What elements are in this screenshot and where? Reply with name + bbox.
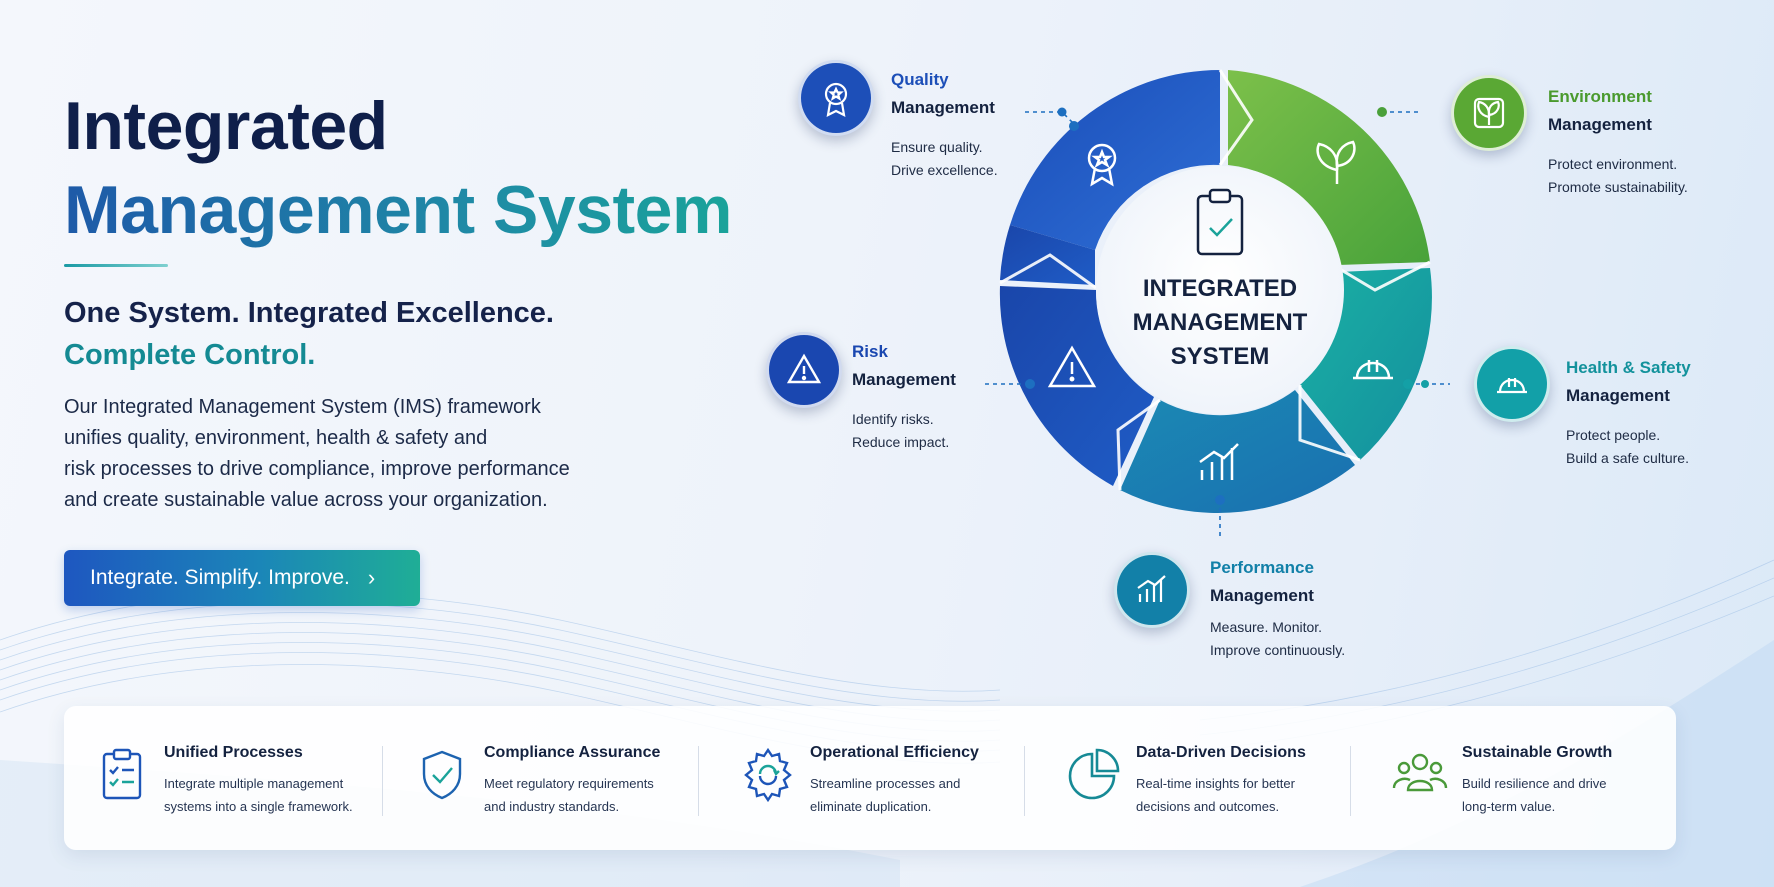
- feature-desc: Streamline processes and eliminate dupli…: [810, 776, 961, 814]
- feature-title: Unified Processes: [164, 744, 303, 761]
- quality-note: Ensure quality. Drive excellence.: [891, 139, 998, 178]
- leaf-icon: [1473, 97, 1505, 129]
- tagline-line-2: Complete Control.: [64, 339, 316, 371]
- quality-subtitle: Management: [891, 98, 995, 117]
- panel-divider: [382, 746, 383, 816]
- risk-subtitle: Management: [852, 370, 956, 389]
- hard-hat-icon: [1353, 360, 1393, 380]
- center-label-line-3: SYSTEM: [1170, 343, 1270, 370]
- feature-sustainable-growth: Sustainable Growth Build resilience and …: [1362, 706, 1676, 850]
- center-disc: [1096, 166, 1344, 414]
- feature-desc: Integrate multiple management systems in…: [164, 776, 353, 814]
- hard-hat-icon: [1497, 378, 1527, 394]
- warning-triangle-icon: [786, 353, 822, 384]
- feature-compliance-assurance: Compliance Assurance Meet regulatory req…: [384, 706, 710, 850]
- feature-title: Data-Driven Decisions: [1136, 744, 1306, 761]
- panel-divider: [1350, 746, 1351, 816]
- performance-note: Measure. Monitor. Improve continuously.: [1210, 619, 1346, 658]
- people-group-icon: [1392, 753, 1448, 792]
- hero-description: Our Integrated Management System (IMS) f…: [64, 396, 570, 511]
- performance-title: Performance: [1210, 558, 1314, 577]
- feature-title: Sustainable Growth: [1462, 744, 1613, 761]
- feature-unified-processes: Unified Processes Integrate multiple man…: [64, 706, 390, 850]
- panel-divider: [1024, 746, 1025, 816]
- feature-title: Compliance Assurance: [484, 744, 661, 761]
- tagline-line-1: One System. Integrated Excellence.: [64, 297, 554, 329]
- feature-desc: Build resilience and drive long-term val…: [1462, 776, 1607, 814]
- tagline: One System. Integrated Excellence. Compl…: [64, 292, 554, 376]
- environment-title: Environment: [1548, 87, 1652, 106]
- award-ribbon-icon: [1087, 143, 1117, 187]
- health-safety-title: Health & Safety: [1566, 358, 1691, 377]
- environment-node-icon: [1451, 75, 1527, 151]
- bar-chart-up-icon: [1137, 575, 1166, 602]
- pie-chart-icon: [1068, 748, 1120, 800]
- clipboard-check-icon: [1196, 188, 1244, 256]
- environment-note: Protect environment. Promote sustainabil…: [1548, 156, 1688, 195]
- panel-divider: [698, 746, 699, 816]
- cta-label: Integrate. Simplify. Improve.: [90, 566, 350, 589]
- performance-node-icon: [1114, 552, 1190, 628]
- health-safety-node-icon: [1474, 346, 1550, 422]
- leaf-icon: [1316, 140, 1356, 184]
- risk-note: Identify risks. Reduce impact.: [852, 411, 950, 450]
- center-label-line-2: MANAGEMENT: [1132, 309, 1308, 336]
- center-label: INTEGRATED MANAGEMENT SYSTEM: [1100, 272, 1340, 374]
- title-underline: [64, 264, 168, 267]
- feature-data-driven-decisions: Data-Driven Decisions Real-time insights…: [1036, 706, 1362, 850]
- gear-cycle-icon: [744, 747, 792, 803]
- quality-node-icon: [798, 60, 874, 136]
- quality-title: Quality: [891, 70, 949, 89]
- shield-check-icon: [422, 750, 462, 800]
- feature-operational-efficiency: Operational Efficiency Streamline proces…: [710, 706, 1036, 850]
- award-ribbon-icon: [824, 82, 848, 117]
- feature-desc: Meet regulatory requirements and industr…: [484, 776, 654, 814]
- title-line-2: Management System: [64, 168, 732, 252]
- segment-performance: [1120, 390, 1355, 513]
- cta-button[interactable]: Integrate. Simplify. Improve. ›: [64, 550, 420, 606]
- risk-node-icon: [766, 332, 842, 408]
- environment-subtitle: Management: [1548, 115, 1652, 134]
- chevron-right-icon: ›: [367, 565, 376, 590]
- feature-title: Operational Efficiency: [810, 744, 979, 761]
- health-safety-note: Protect people. Build a safe culture.: [1566, 427, 1689, 466]
- clipboard-checklist-icon: [102, 748, 142, 800]
- feature-desc: Real-time insights for better decisions …: [1136, 776, 1295, 814]
- title-line-1: Integrated: [64, 88, 388, 164]
- center-label-line-1: INTEGRATED: [1142, 275, 1298, 302]
- performance-subtitle: Management: [1210, 586, 1314, 605]
- risk-title: Risk: [852, 342, 888, 361]
- ring-icons: [1047, 140, 1393, 480]
- warning-triangle-icon: [1047, 345, 1097, 388]
- features-panel: Unified Processes Integrate multiple man…: [64, 706, 1676, 850]
- health-safety-subtitle: Management: [1566, 386, 1670, 405]
- bar-chart-up-icon: [1199, 443, 1239, 480]
- page-title: Integrated Management System: [64, 84, 732, 252]
